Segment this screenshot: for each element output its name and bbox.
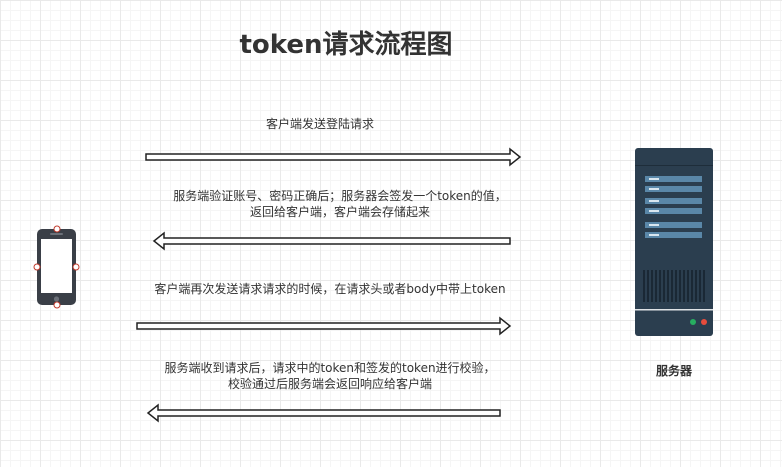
mobile-phone-icon (33, 225, 80, 309)
status-led-red (701, 319, 707, 325)
arrow-return-token (152, 231, 511, 251)
server-label: 服务器 (655, 364, 692, 378)
arrow-request-with-token (136, 316, 512, 336)
arrow-request-login (145, 147, 522, 167)
status-led-green (690, 319, 696, 325)
step4-label: 服务端收到请求后，请求中的token和签发的token进行校验，校验通过后服务端… (164, 361, 496, 391)
step1-label: 客户端发送登陆请求 (265, 117, 374, 131)
step3-label: 客户端再次发送请求请求的时候，在请求头或者body中带上token (154, 282, 506, 296)
step2-label: 服务端验证账号、密码正确后；服务器会签发一个token的值，返回给客户端，客户端… (173, 189, 507, 219)
server-rack-icon (635, 148, 713, 336)
arrow-response (146, 403, 501, 423)
diagram-title: token请求流程图 (239, 30, 453, 60)
